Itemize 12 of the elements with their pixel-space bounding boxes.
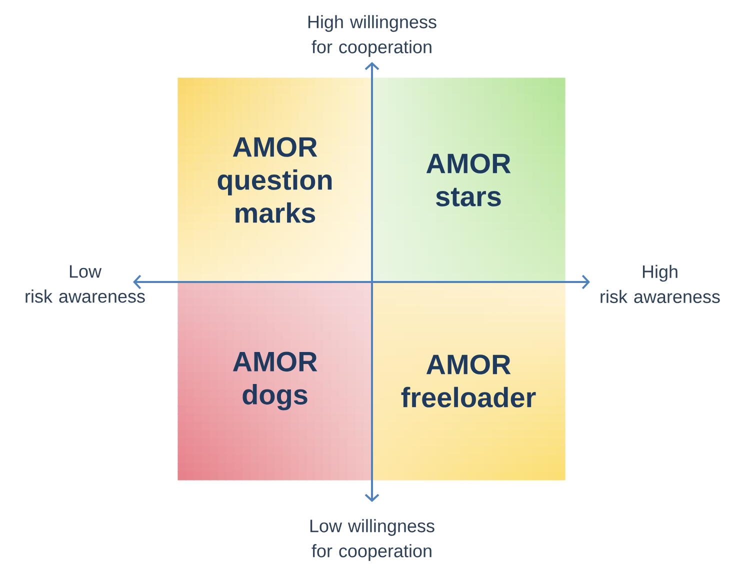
quadrant-box: AMOR freeloader bbox=[372, 282, 566, 480]
node-label: AMOR freeloader bbox=[401, 354, 536, 408]
axis-label: Low willingness for cooperation bbox=[310, 519, 434, 561]
node-label: AMOR dogs bbox=[232, 352, 318, 410]
node-label: AMOR question marks bbox=[218, 137, 332, 223]
quadrant-box: AMOR question marks bbox=[178, 78, 372, 282]
quadrant-box: AMOR dogs bbox=[178, 282, 372, 480]
node-label: AMOR stars bbox=[426, 154, 511, 206]
axis-label: Low risk awareness bbox=[26, 265, 145, 303]
quadrant-box: AMOR stars bbox=[372, 78, 566, 282]
axis-label: High risk awareness bbox=[600, 264, 720, 304]
axis-label: High willingness for cooperation bbox=[308, 15, 436, 57]
